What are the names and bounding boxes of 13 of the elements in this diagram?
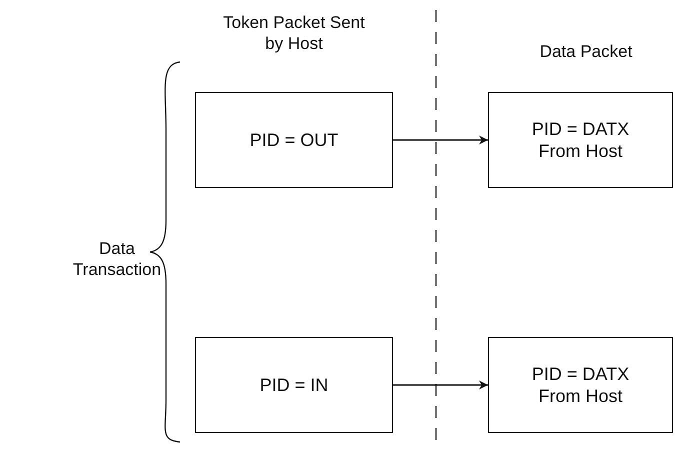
column-heading: Data Packet [538,41,634,62]
box-text: PID = DATX From Host [530,363,630,407]
arrow [393,136,488,144]
brace-label: Data Transaction [72,238,162,280]
box-text: PID = OUT [250,129,338,151]
box-text: PID = DATX From Host [530,118,630,162]
column-heading: Token Packet Sent by Host [222,12,366,54]
process-box [195,92,393,188]
process-box [195,337,393,433]
process-box [488,337,673,433]
box-text: PID = IN [260,374,328,396]
process-box [488,92,673,188]
arrow [393,380,488,390]
